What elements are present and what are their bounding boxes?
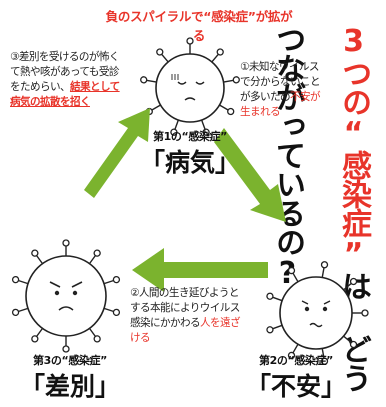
stage2-sub: 第2の“感染症” (259, 354, 333, 367)
virus-illustration-3 (11, 239, 121, 353)
arrow-to-anxiety (214, 128, 286, 222)
note2-highlight: 人を遠ざける (130, 317, 241, 344)
note-3-discrimination-to-illness: ③差別を受けるのが怖くて熱や咳があっても受診をためらい、結果として病気の拡散を招… (10, 50, 122, 110)
vertical-title: 3つの“感染症”は どうつながっているの? (270, 24, 386, 404)
note3-text: ③差別を受けるのが怖くて熱や咳があっても受診をためらい、 (10, 51, 119, 93)
diagram-header: 負のスパイラルで“感染症”が拡がる (105, 9, 293, 43)
virus-illustration-2 (265, 260, 369, 366)
stage3-sub: 第3の“感染症” (33, 354, 107, 367)
note2-text: ②人間の生き延びようとする本能によりウイルス感染にかかわる (130, 287, 240, 329)
stage1-name: 「病気」 (139, 148, 240, 177)
stage2-name: 「不安」 (245, 372, 346, 401)
note-1-illness-to-anxiety: ①未知なウイルスで分からないことが多いため不安が生まれる (240, 60, 322, 120)
title-part1: 3つの (336, 24, 371, 116)
note1-text: ①未知なウイルスで分からないことが多いため (240, 61, 321, 103)
stage1-sub: 第1の“感染症” (153, 130, 227, 143)
virus-illustration-1 (139, 37, 241, 137)
note3-highlight: 結果として病気の拡散を招く (10, 81, 120, 108)
note1-highlight: 不安が生まれる (240, 91, 321, 118)
note-2-anxiety-to-discrimination: ②人間の生き延びようとする本能によりウイルス感染にかかわる人を遠ざける (130, 286, 248, 346)
arrow-to-discrimination (132, 248, 268, 292)
arrow-to-illness (84, 108, 150, 198)
stage3-name: 「差別」 (19, 372, 120, 401)
title-part2: “感染症” (336, 116, 371, 271)
